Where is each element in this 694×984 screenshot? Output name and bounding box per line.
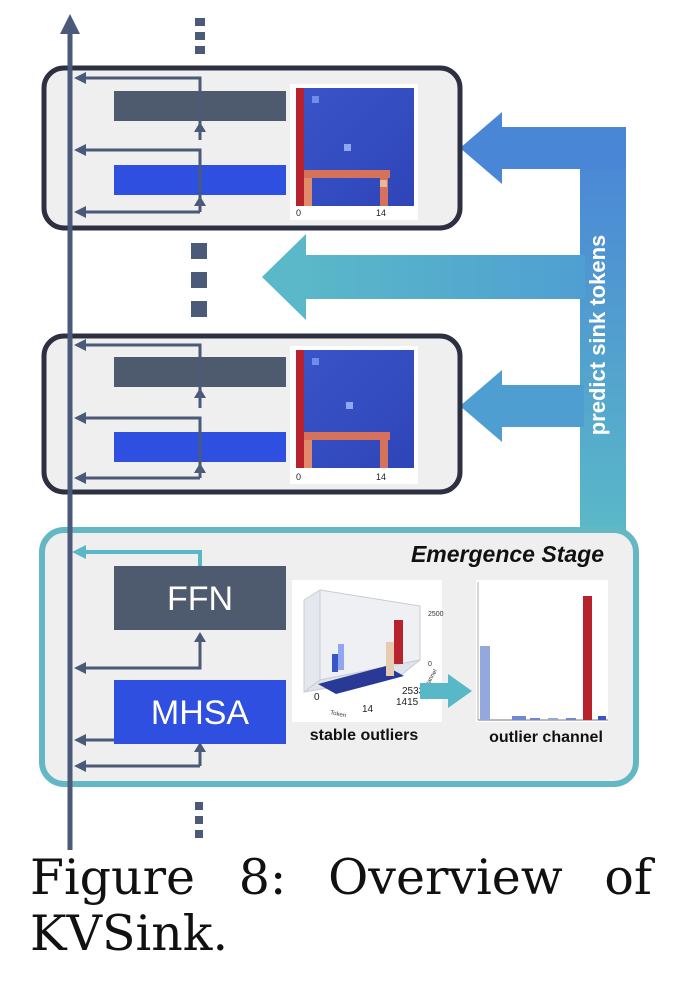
ffn-label: FFN bbox=[167, 580, 233, 618]
outlier-channel-caption: outlier channel bbox=[489, 729, 603, 746]
ellipsis-middle bbox=[191, 243, 207, 317]
outliers-z-tick-bottom: 0 bbox=[428, 661, 432, 668]
ffn-block bbox=[114, 566, 286, 630]
stable-outliers-caption: stable outliers bbox=[310, 727, 419, 744]
mhsa-label: MHSA bbox=[151, 694, 250, 732]
middle-skip-arrows bbox=[78, 343, 202, 480]
upper-skip-arrows bbox=[78, 76, 202, 214]
outliers-channel-tick-2533: 2533 bbox=[402, 686, 425, 697]
upper-attention-heatmap: 0 14 bbox=[290, 84, 418, 220]
predict-sink-label: predict sink tokens bbox=[585, 235, 610, 436]
figure-caption-label: Figure 8: bbox=[30, 849, 287, 906]
upper-block: 0 14 bbox=[41, 65, 463, 231]
figure-caption: Figure 8: Overview of KVSink. bbox=[30, 850, 652, 962]
outliers-channel-tick-1415: 1415 bbox=[396, 697, 419, 708]
ellipsis-top bbox=[195, 18, 205, 54]
ellipsis-bottom bbox=[195, 802, 203, 838]
outlier-channel-plot: outlier channel bbox=[476, 580, 608, 746]
outliers-token-axis-label: Token bbox=[330, 710, 347, 719]
outliers-to-channel-arrow bbox=[420, 674, 472, 708]
figure-caption-text: Overview of KVSink. bbox=[30, 849, 653, 962]
outliers-token-tick-0: 0 bbox=[314, 692, 320, 703]
mhsa-block bbox=[114, 680, 286, 744]
middle-block: 0 14 bbox=[41, 333, 463, 495]
middle-attention-heatmap: 0 14 bbox=[290, 346, 418, 484]
kvsink-diagram: predict sink tokens bbox=[39, 14, 639, 850]
emergence-stage-title: Emergence Stage bbox=[411, 541, 604, 567]
residual-stream-arrow bbox=[60, 14, 80, 850]
emergence-stage-block: Emergence Stage FFN MHSA bbox=[39, 527, 639, 787]
predict-sink-arrow: predict sink tokens bbox=[262, 112, 626, 530]
middle-heatmap-tick-0: 0 bbox=[296, 472, 301, 482]
upper-heatmap-tick-14: 14 bbox=[376, 208, 386, 218]
stable-outliers-plot: 2500 0 0 14 2533 1415 Token Channel stab… bbox=[292, 580, 444, 744]
upper-heatmap-tick-0: 0 bbox=[296, 208, 301, 218]
outliers-z-tick-top: 2500 bbox=[428, 611, 444, 618]
middle-heatmap-tick-14: 14 bbox=[376, 472, 386, 482]
outliers-token-tick-14: 14 bbox=[362, 704, 374, 715]
